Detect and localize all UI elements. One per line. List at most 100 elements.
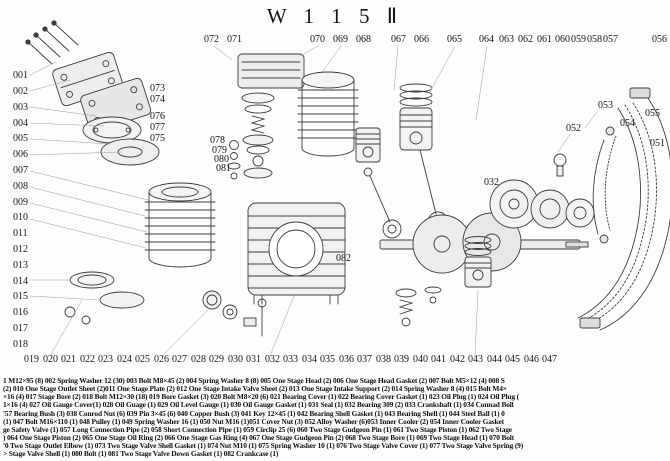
- two-stage-cylinder-drawing: [297, 71, 359, 157]
- part-number-label: 060: [555, 34, 570, 45]
- part-number-label: 010: [13, 212, 28, 223]
- part-number-label: 032: [484, 177, 499, 188]
- valve-small-parts-drawing: [395, 286, 442, 327]
- part-number-label: 078: [210, 135, 225, 146]
- parts-list-line: ×16 (4) 017 Stage Bore (2) 018 Bolt M12×…: [3, 393, 519, 402]
- leader-lines: [29, 45, 598, 357]
- part-number-label: 056: [652, 34, 667, 45]
- part-number-label: 039: [394, 354, 409, 365]
- valve-plates-drawing: [82, 116, 160, 166]
- parts-list-line: '0 Two Stage Outlet Elbow (1) 073 Two St…: [3, 442, 524, 451]
- part-number-label: 027: [172, 354, 187, 365]
- part-number-label: 067: [391, 34, 406, 45]
- part-number-label: 055: [645, 108, 660, 119]
- part-number-label: 006: [13, 149, 28, 160]
- part-number-label: 051: [650, 138, 665, 149]
- part-number-label: 042: [450, 354, 465, 365]
- part-number-label: 009: [13, 197, 28, 208]
- parts-list: 1 M12×95 (8) 002 Spring Washer 12 (30) 0…: [3, 377, 669, 458]
- part-number-label: 062: [518, 34, 533, 45]
- part-number-label: 020: [43, 354, 58, 365]
- safety-valve-drawing: [553, 153, 567, 177]
- two-stage-head-drawing: [237, 53, 305, 89]
- part-number-label: 079: [212, 145, 227, 156]
- two-stage-valve-stack-drawing: [241, 92, 275, 179]
- crankcase-drawing: [247, 202, 346, 305]
- oil-gauge-parts-drawing: [227, 140, 241, 180]
- part-number-label: 065: [447, 34, 462, 45]
- part-number-label: 007: [13, 165, 28, 176]
- part-number-label: 058: [587, 34, 602, 45]
- two-stage-piston-drawing: [355, 127, 402, 239]
- part-number-label: 013: [13, 260, 28, 271]
- part-number-label: 044: [487, 354, 502, 365]
- part-number-label: 075: [150, 133, 165, 144]
- part-number-label: 074: [150, 94, 165, 105]
- part-number-label: 082: [336, 253, 351, 264]
- part-number-label: 021: [61, 354, 76, 365]
- part-number-label: 029: [209, 354, 224, 365]
- part-number-label: 038: [376, 354, 391, 365]
- part-number-label: 066: [414, 34, 429, 45]
- part-number-label: 047: [542, 354, 557, 365]
- part-number-label: 054: [620, 118, 635, 129]
- part-number-label: 015: [13, 291, 28, 302]
- part-number-label: 052: [566, 123, 581, 134]
- part-number-label: 024: [117, 354, 132, 365]
- one-stage-cylinder-drawing: [144, 182, 216, 268]
- parts-list-line: ) 064 One Stage Piston (2) 065 One Stage…: [3, 433, 514, 442]
- part-number-label: 045: [505, 354, 520, 365]
- part-number-label: 053: [598, 100, 613, 111]
- parts-list-line: ge Safety Valve (1) 057 Long Connection …: [3, 425, 512, 434]
- part-number-label: 037: [357, 354, 372, 365]
- part-number-label: 023: [98, 354, 113, 365]
- part-number-label: 019: [24, 354, 39, 365]
- part-number-label: 003: [13, 102, 28, 113]
- part-number-label: 025: [135, 354, 150, 365]
- part-number-label: 001: [13, 70, 28, 81]
- part-number-label: 035: [320, 354, 335, 365]
- part-number-label: 063: [499, 34, 514, 45]
- parts-list-line: '57 Bearing Bush (3) 038 Conrod Nut (6) …: [3, 409, 505, 418]
- bearing-covers-drawing: [489, 179, 595, 229]
- part-number-label: 031: [246, 354, 261, 365]
- part-number-label: 030: [228, 354, 243, 365]
- diagram-title: W 1 1 5 Ⅱ: [266, 4, 404, 28]
- part-number-label: 018: [13, 339, 28, 350]
- part-number-label: 012: [13, 244, 28, 255]
- part-number-label: 011: [13, 228, 28, 239]
- oil-sight-glass-drawing: [202, 290, 267, 337]
- part-number-label: 057: [603, 34, 618, 45]
- part-number-label: 073: [150, 83, 165, 94]
- part-number-label: 072: [204, 34, 219, 45]
- part-number-label: 064: [479, 34, 494, 45]
- parts-list-line: (2) 010 One Stage Outlet Sheet (2)011 On…: [3, 385, 507, 394]
- part-number-label: 008: [13, 181, 28, 192]
- part-number-label: 002: [13, 86, 28, 97]
- part-number-label: 016: [13, 307, 28, 318]
- one-stage-piston-drawing: [399, 83, 449, 233]
- part-number-label: 080: [214, 154, 229, 165]
- parts-list-line: (1) 047 Bolt M16×110 (1) 048 Pulley (1) …: [3, 417, 504, 426]
- part-number-label: 014: [13, 276, 28, 287]
- part-number-label: 017: [13, 323, 28, 334]
- part-number-label: 081: [216, 163, 231, 174]
- part-number-label: 036: [339, 354, 354, 365]
- exploded-view-drawing: 0720710700690680670660650640630620610600…: [13, 20, 670, 365]
- part-number-label: 059: [571, 34, 586, 45]
- part-number-label: 041: [431, 354, 446, 365]
- part-number-label: 032: [265, 354, 280, 365]
- part-number-label: 076: [150, 111, 165, 122]
- parts-list-line: > Stage Valve Shell (1) 080 Bolt (1) 081…: [3, 450, 279, 459]
- part-number-label: 077: [150, 122, 165, 133]
- crankshaft-drawing: [379, 212, 589, 274]
- part-number-label: 026: [154, 354, 169, 365]
- part-number-label: 043: [468, 354, 483, 365]
- gaskets-drawing: [64, 271, 145, 325]
- part-number-label: 061: [537, 34, 552, 45]
- part-number-label: 046: [524, 354, 539, 365]
- piston-rings-drawing: [464, 236, 492, 288]
- part-number-label: 068: [356, 34, 371, 45]
- part-number-label: 040: [413, 354, 428, 365]
